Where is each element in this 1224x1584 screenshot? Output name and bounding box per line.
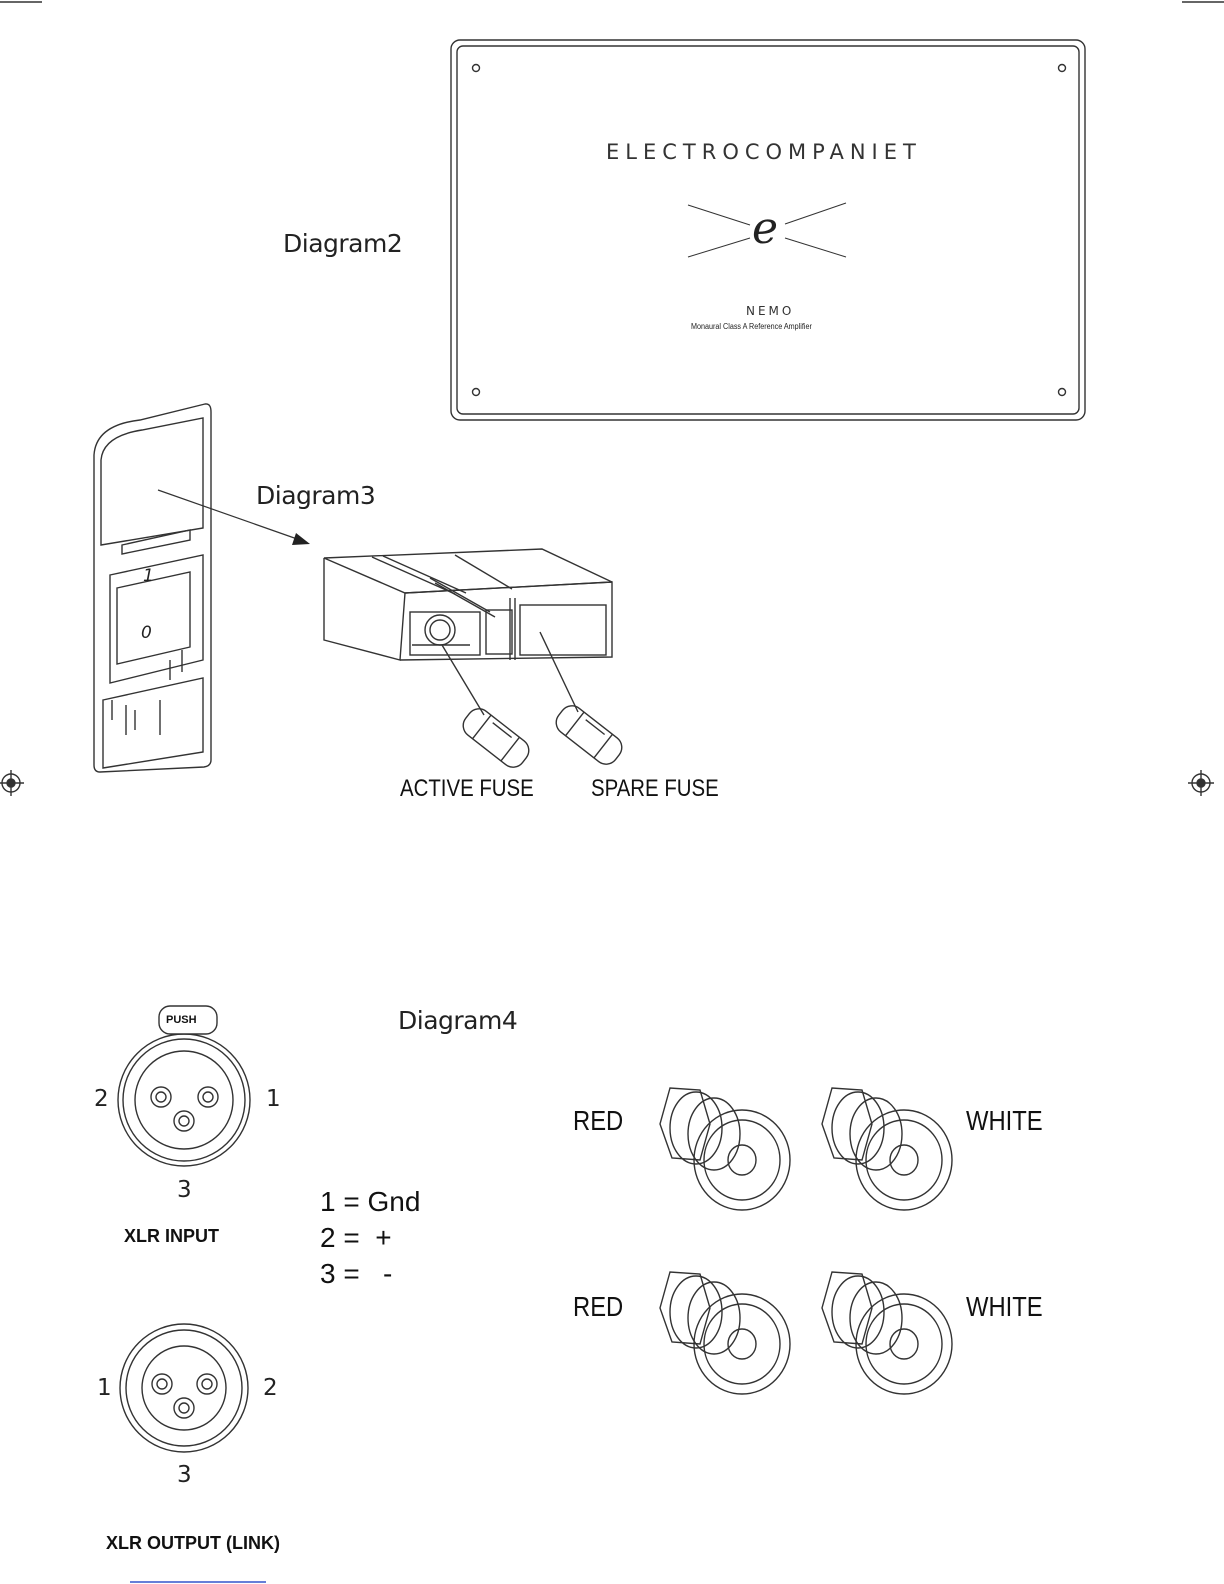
terminal-white-bottom-label: WHITE: [966, 1291, 1043, 1323]
xlr-output-connector-drawing: [120, 1324, 248, 1452]
terminal-white-top-label: WHITE: [966, 1105, 1043, 1137]
model-name: NEMO: [746, 304, 794, 318]
binding-post-white-bottom: [822, 1272, 952, 1394]
pinout-line-2: 2 = +: [320, 1220, 420, 1256]
pinout-legend: 1 = Gnd 2 = + 3 = -: [320, 1184, 420, 1292]
xlr-input-pin-bottom: 3: [177, 1177, 192, 1203]
xlr-input-pin-left: 2: [94, 1086, 109, 1112]
spare-fuse-label: SPARE FUSE: [591, 775, 719, 803]
xlr-push-label: PUSH: [166, 1014, 197, 1026]
fuse-holder-drawing: [324, 549, 612, 715]
spare-fuse-drawing: [551, 701, 626, 769]
binding-post-white-top: [822, 1088, 952, 1210]
power-entry-module-drawing: [94, 404, 300, 772]
terminal-red-top-label: RED: [573, 1105, 623, 1137]
diagram3-label: Diagram3: [256, 481, 375, 510]
terminal-red-bottom-label: RED: [573, 1291, 623, 1323]
xlr-output-caption: XLR OUTPUT (LINK): [106, 1533, 280, 1554]
pinout-line-3: 3 = -: [320, 1256, 420, 1292]
pinout-line-1: 1 = Gnd: [320, 1184, 420, 1220]
registration-mark-icon: [1188, 770, 1214, 796]
active-fuse-drawing: [458, 704, 533, 772]
switch-on-label: 1: [143, 566, 154, 586]
diagram2-label: Diagram2: [283, 229, 402, 258]
xlr-output-pin-bottom: 3: [177, 1462, 192, 1488]
brand-name: ELECTROCOMPANIET: [606, 140, 922, 164]
brand-logo-icon: e: [752, 207, 778, 251]
switch-off-label: 0: [141, 623, 152, 643]
binding-post-red-top: [660, 1088, 790, 1210]
xlr-input-pin-right: 1: [266, 1086, 281, 1112]
diagram4-label: Diagram4: [398, 1006, 517, 1035]
registration-mark-icon: [0, 770, 24, 796]
xlr-output-pin-left: 1: [97, 1375, 112, 1401]
xlr-input-connector-drawing: [118, 1006, 250, 1166]
xlr-input-caption: XLR INPUT: [124, 1226, 219, 1247]
binding-post-red-bottom: [660, 1272, 790, 1394]
model-tagline: Monaural Class A Reference Amplifier: [691, 322, 812, 331]
active-fuse-label: ACTIVE FUSE: [400, 775, 534, 803]
xlr-output-pin-right: 2: [263, 1375, 278, 1401]
